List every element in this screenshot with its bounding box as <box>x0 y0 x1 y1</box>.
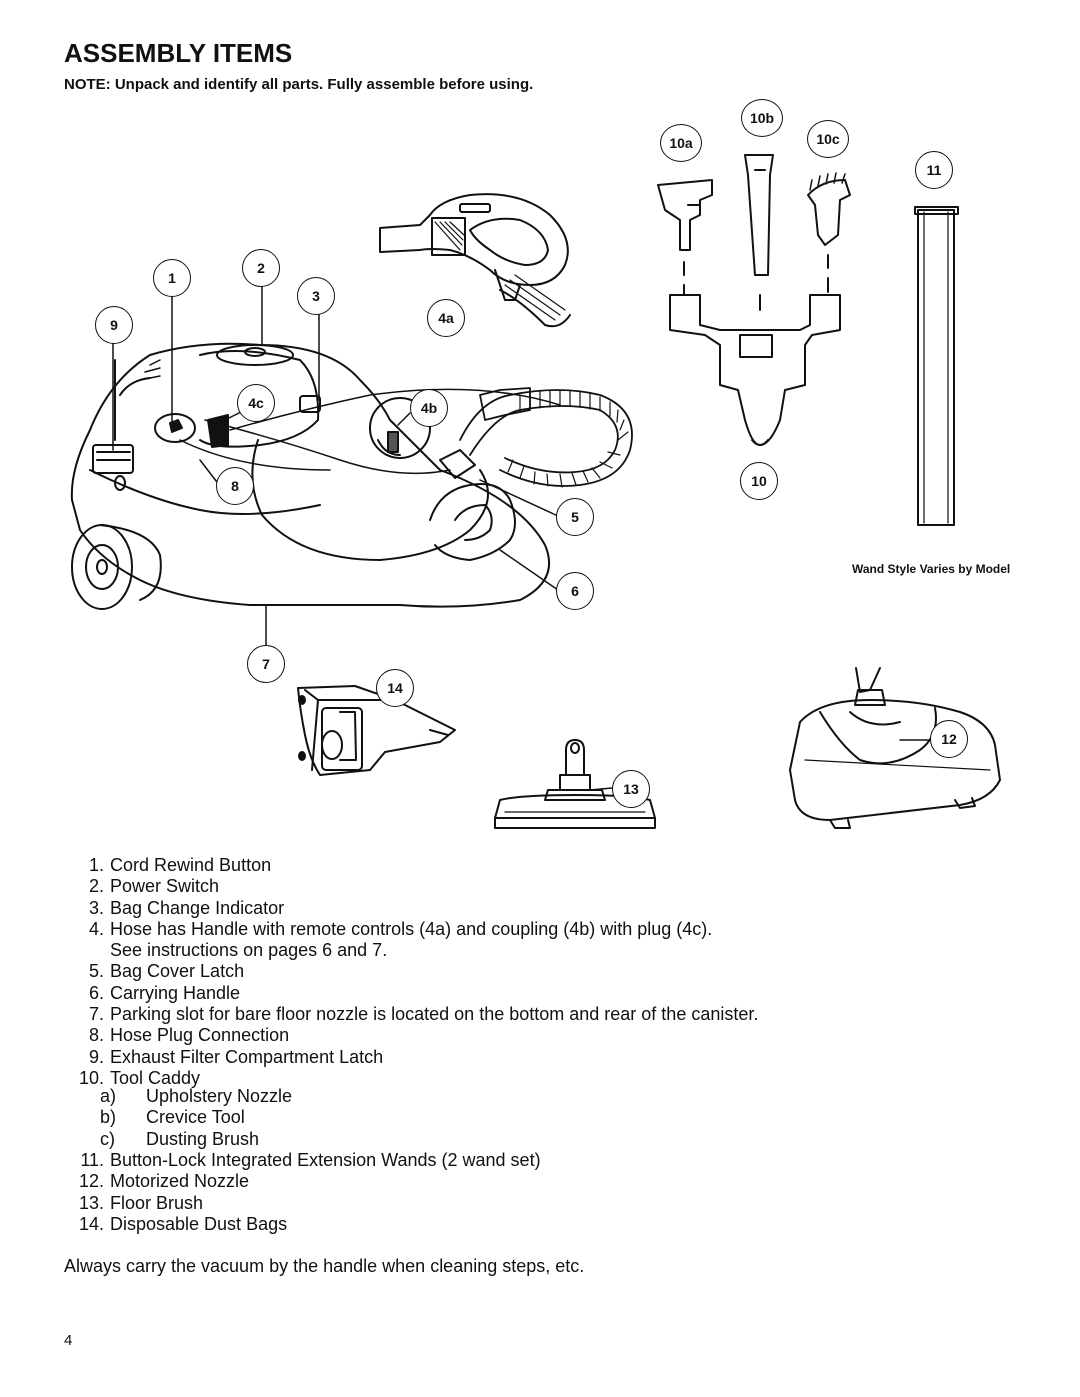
tool-caddy <box>669 294 841 446</box>
callout-10a: 10a <box>660 124 702 162</box>
callout-11: 11 <box>915 151 953 189</box>
list-item: 1.Cord Rewind Button <box>88 855 272 875</box>
page-number: 4 <box>64 1332 73 1349</box>
callout-10: 10 <box>740 462 778 500</box>
list-item: 11.Button-Lock Integrated Extension Wand… <box>80 1150 541 1170</box>
list-item: 8.Hose Plug Connection <box>88 1025 290 1046</box>
list-item: 12.Motorized Nozzle <box>78 1171 250 1192</box>
parts-list-continued: 11.Button-Lock Integrated Extension Wand… <box>64 1150 541 1235</box>
callout-7: 7 <box>247 645 285 683</box>
wand-style-note: Wand Style Varies by Model <box>852 562 1011 576</box>
list-item: 14.Disposable Dust Bags <box>78 1213 288 1234</box>
callout-8: 8 <box>216 467 254 505</box>
list-item: b)Crevice Tool <box>100 1107 245 1128</box>
callout-2: 2 <box>242 249 280 287</box>
extension-wand <box>914 206 959 526</box>
callout-5: 5 <box>556 498 594 536</box>
callout-4b: 4b <box>410 389 448 427</box>
list-item: 6.Carrying Handle <box>88 982 241 1003</box>
list-item: 3.Bag Change Indicator <box>88 897 285 918</box>
crevice-tool <box>744 154 774 311</box>
canister-vacuum <box>70 342 561 610</box>
list-item: 9.Exhaust Filter Compartment Latch <box>88 1046 384 1067</box>
list-item: c)Dusting Brush <box>100 1128 260 1149</box>
list-item: 13.Floor Brush <box>78 1192 204 1213</box>
list-item: 2.Power Switch <box>88 876 220 897</box>
list-item: 7.Parking slot for bare floor nozzle is … <box>88 1004 759 1025</box>
tool-caddy-sublist: a)Upholstery Nozzle b)Crevice Tool c)Dus… <box>64 1086 292 1150</box>
assembly-illustration <box>70 154 1001 829</box>
dusting-brush <box>807 172 851 293</box>
list-item: 10.Tool Caddy <box>78 1067 201 1088</box>
callout-12: 12 <box>930 720 968 758</box>
callout-14: 14 <box>376 669 414 707</box>
unpack-note: NOTE: Unpack and identify all parts. Ful… <box>64 76 534 93</box>
callout-13: 13 <box>612 770 650 808</box>
callout-9: 9 <box>95 306 133 344</box>
callout-4c: 4c <box>237 384 275 422</box>
callout-10c: 10c <box>807 120 849 158</box>
callout-10b: 10b <box>741 99 783 137</box>
hose <box>459 387 633 488</box>
parts-list: 1.Cord Rewind Button 2.Power Switch 3.Ba… <box>64 855 758 1089</box>
list-item: 5.Bag Cover Latch <box>88 961 245 982</box>
hose-handle <box>379 193 571 328</box>
upholstery-nozzle <box>657 179 713 296</box>
callout-1: 1 <box>153 259 191 297</box>
page-title: ASSEMBLY ITEMS <box>64 38 293 68</box>
carry-instruction: Always carry the vacuum by the handle wh… <box>64 1256 585 1276</box>
callout-4a: 4a <box>427 299 465 337</box>
dust-bag <box>297 685 456 776</box>
motorized-nozzle <box>789 667 1001 829</box>
list-item: 4.Hose has Handle with remote controls (… <box>88 918 713 961</box>
callout-6: 6 <box>556 572 594 610</box>
list-item: a)Upholstery Nozzle <box>100 1086 293 1106</box>
callout-3: 3 <box>297 277 335 315</box>
